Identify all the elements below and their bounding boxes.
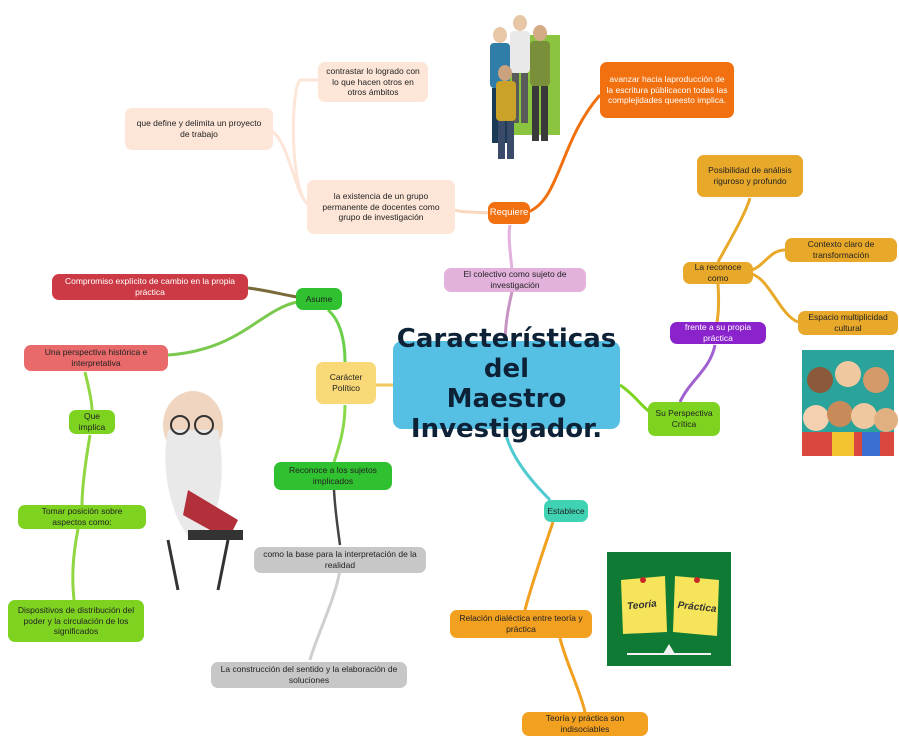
central-title-line2: Maestro Investigador. — [410, 384, 603, 444]
link-requiere-existencia — [454, 208, 491, 215]
node-espacio[interactable]: Espacio multiplicidad cultural — [798, 311, 898, 335]
link-central-colectivo — [503, 291, 514, 346]
node-dispositivos[interactable]: Dispositivos de distribución del poder y… — [8, 600, 144, 642]
link-caracter-reconoce — [332, 404, 347, 463]
central-title-line1: Características del — [396, 324, 617, 385]
node-contexto[interactable]: Contexto claro de transformación — [785, 238, 897, 262]
node-tomar[interactable]: Tomar posición sobre aspectos como: — [18, 505, 146, 529]
link-central-perspectiva — [619, 383, 651, 414]
node-implica[interactable]: Que implica — [69, 410, 115, 434]
link-frente-reconoce — [715, 281, 721, 323]
link-base-construccion — [308, 569, 342, 661]
link-caracter-asume — [326, 308, 347, 363]
node-historica[interactable]: Una perspectiva histórica e interpretati… — [24, 345, 168, 371]
link-central-establece — [503, 429, 552, 502]
caricature-teacher-illustration — [163, 391, 243, 591]
node-establece[interactable]: Establece — [544, 500, 588, 522]
node-asume[interactable]: Asume — [296, 288, 342, 310]
node-existencia[interactable]: la existencia de un grupo permanente de … — [307, 180, 455, 234]
node-contrastar[interactable]: contrastar lo logrado con lo que hacen o… — [318, 62, 428, 102]
link-perspectiva-frente — [678, 344, 717, 403]
node-relacion[interactable]: Relación dialéctica entre teoría y práct… — [450, 610, 592, 638]
link-historica-implica — [83, 371, 94, 411]
node-caracter[interactable]: Carácter Político — [316, 362, 376, 404]
link-relacion-indisociables — [558, 637, 587, 713]
link-implica-tomar — [80, 434, 92, 506]
node-reconoce-sujetos[interactable]: Reconoce a los sujetos implicados — [274, 462, 392, 490]
node-compromiso[interactable]: Compromiso explícito de cambio en la pro… — [52, 274, 248, 300]
central-topic[interactable]: Características del Maestro Investigador… — [393, 324, 620, 444]
link-tomar-dispositivos — [71, 528, 80, 601]
link-reconoce-base — [332, 489, 342, 546]
theory-practice-chalkboard-illustration — [607, 552, 731, 666]
node-posibilidad[interactable]: Posibilidad de análisis riguroso y profu… — [697, 155, 803, 197]
group-of-people-illustration — [490, 15, 560, 159]
node-frente[interactable]: frente a su propia práctica — [670, 322, 766, 344]
link-reconoce-contexto — [751, 248, 786, 272]
node-indisociables[interactable]: Teoría y práctica son indisociables — [522, 712, 648, 736]
link-asume-historica — [167, 300, 298, 357]
link-colectivo-requiere — [507, 224, 514, 271]
node-requiere[interactable]: Requiere — [488, 202, 530, 224]
node-reconoce-como[interactable]: La reconoce como — [683, 262, 753, 284]
link-reconoce-posibilidad — [716, 197, 752, 263]
link-asume-compromiso — [247, 286, 298, 299]
node-avanzar[interactable]: avanzar hacia laproducción de la escritu… — [600, 62, 734, 118]
link-requiere-avanzar — [527, 94, 602, 214]
link-establece-relacion — [523, 521, 555, 611]
node-base[interactable]: como la base para la interpretación de l… — [254, 547, 426, 573]
node-define[interactable]: que define y delimita un proyecto de tra… — [125, 108, 273, 150]
node-perspectiva[interactable]: Su Perspectiva Crítica — [648, 402, 720, 436]
link-existencia-define — [269, 128, 311, 207]
node-colectivo[interactable]: El colectivo como sujeto de investigació… — [444, 268, 586, 292]
children-portrait-illustration — [802, 350, 898, 456]
node-construccion[interactable]: La construcción del sentido y la elabora… — [211, 662, 407, 688]
link-reconoce-espacio — [751, 272, 799, 324]
